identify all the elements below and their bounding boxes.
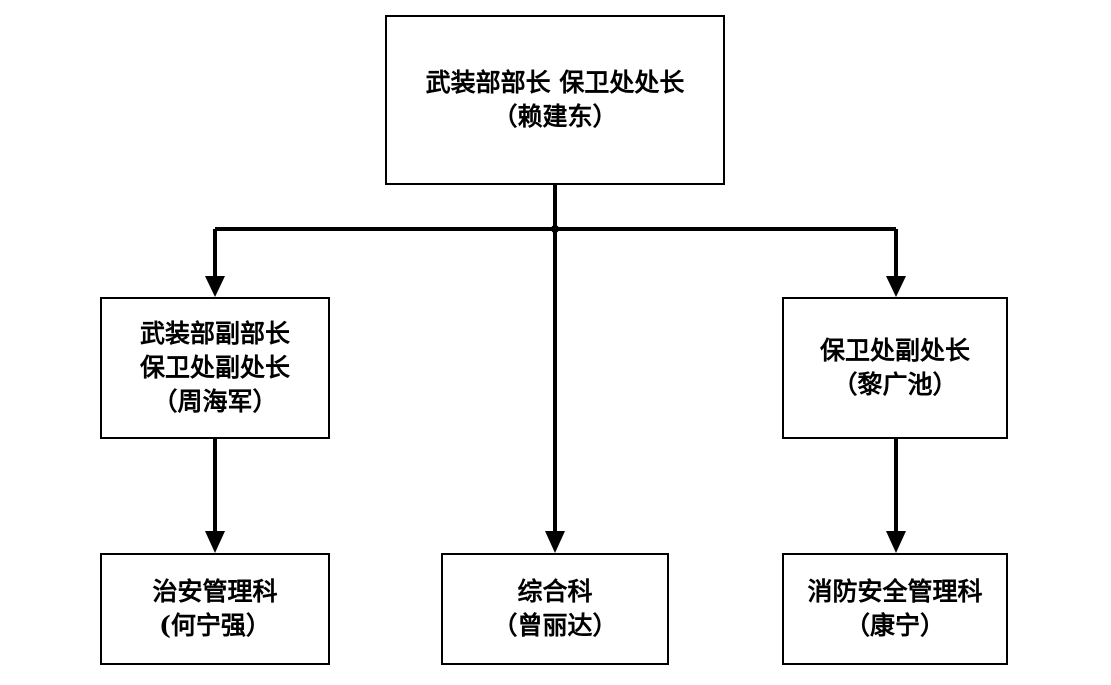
- node-deputy-right: 保卫处副处长 （黎广池）: [782, 297, 1008, 439]
- node-general-title: 综合科: [517, 577, 593, 606]
- arrowhead-fire-safety: [886, 531, 906, 553]
- node-general-section: 综合科 （曾丽达）: [441, 553, 669, 665]
- node-deputy-left-title-1: 武装部副部长: [139, 319, 290, 348]
- node-director: 武装部部长 保卫处处长 （赖建东）: [385, 15, 725, 185]
- junction-dot: [551, 225, 559, 233]
- node-public-security-title: 治安管理科: [152, 577, 278, 606]
- node-public-security-section: 治安管理科 (何宁强）: [100, 553, 330, 665]
- node-deputy-left: 武装部副部长 保卫处副处长 （周海军）: [100, 297, 330, 439]
- node-fire-safety-title: 消防安全管理科: [807, 577, 983, 606]
- arrowhead-public-security: [205, 531, 225, 553]
- node-deputy-left-name: （周海军）: [152, 387, 278, 416]
- node-fire-safety-name: （康宁）: [844, 611, 945, 640]
- node-public-security-name: (何宁强）: [159, 611, 271, 640]
- node-deputy-right-title: 保卫处副处长: [819, 336, 970, 365]
- arrowhead-deputy-right: [886, 276, 906, 297]
- node-deputy-left-title-2: 保卫处副处长: [139, 353, 290, 382]
- node-general-name: （曾丽达）: [492, 611, 618, 640]
- arrowhead-deputy-left: [205, 276, 225, 297]
- node-deputy-right-name: （黎广池）: [832, 370, 958, 399]
- node-director-title: 武装部部长 保卫处处长: [425, 68, 685, 97]
- arrowhead-general: [545, 531, 565, 553]
- node-director-name: （赖建东）: [492, 102, 618, 131]
- node-fire-safety-section: 消防安全管理科 （康宁）: [782, 553, 1008, 665]
